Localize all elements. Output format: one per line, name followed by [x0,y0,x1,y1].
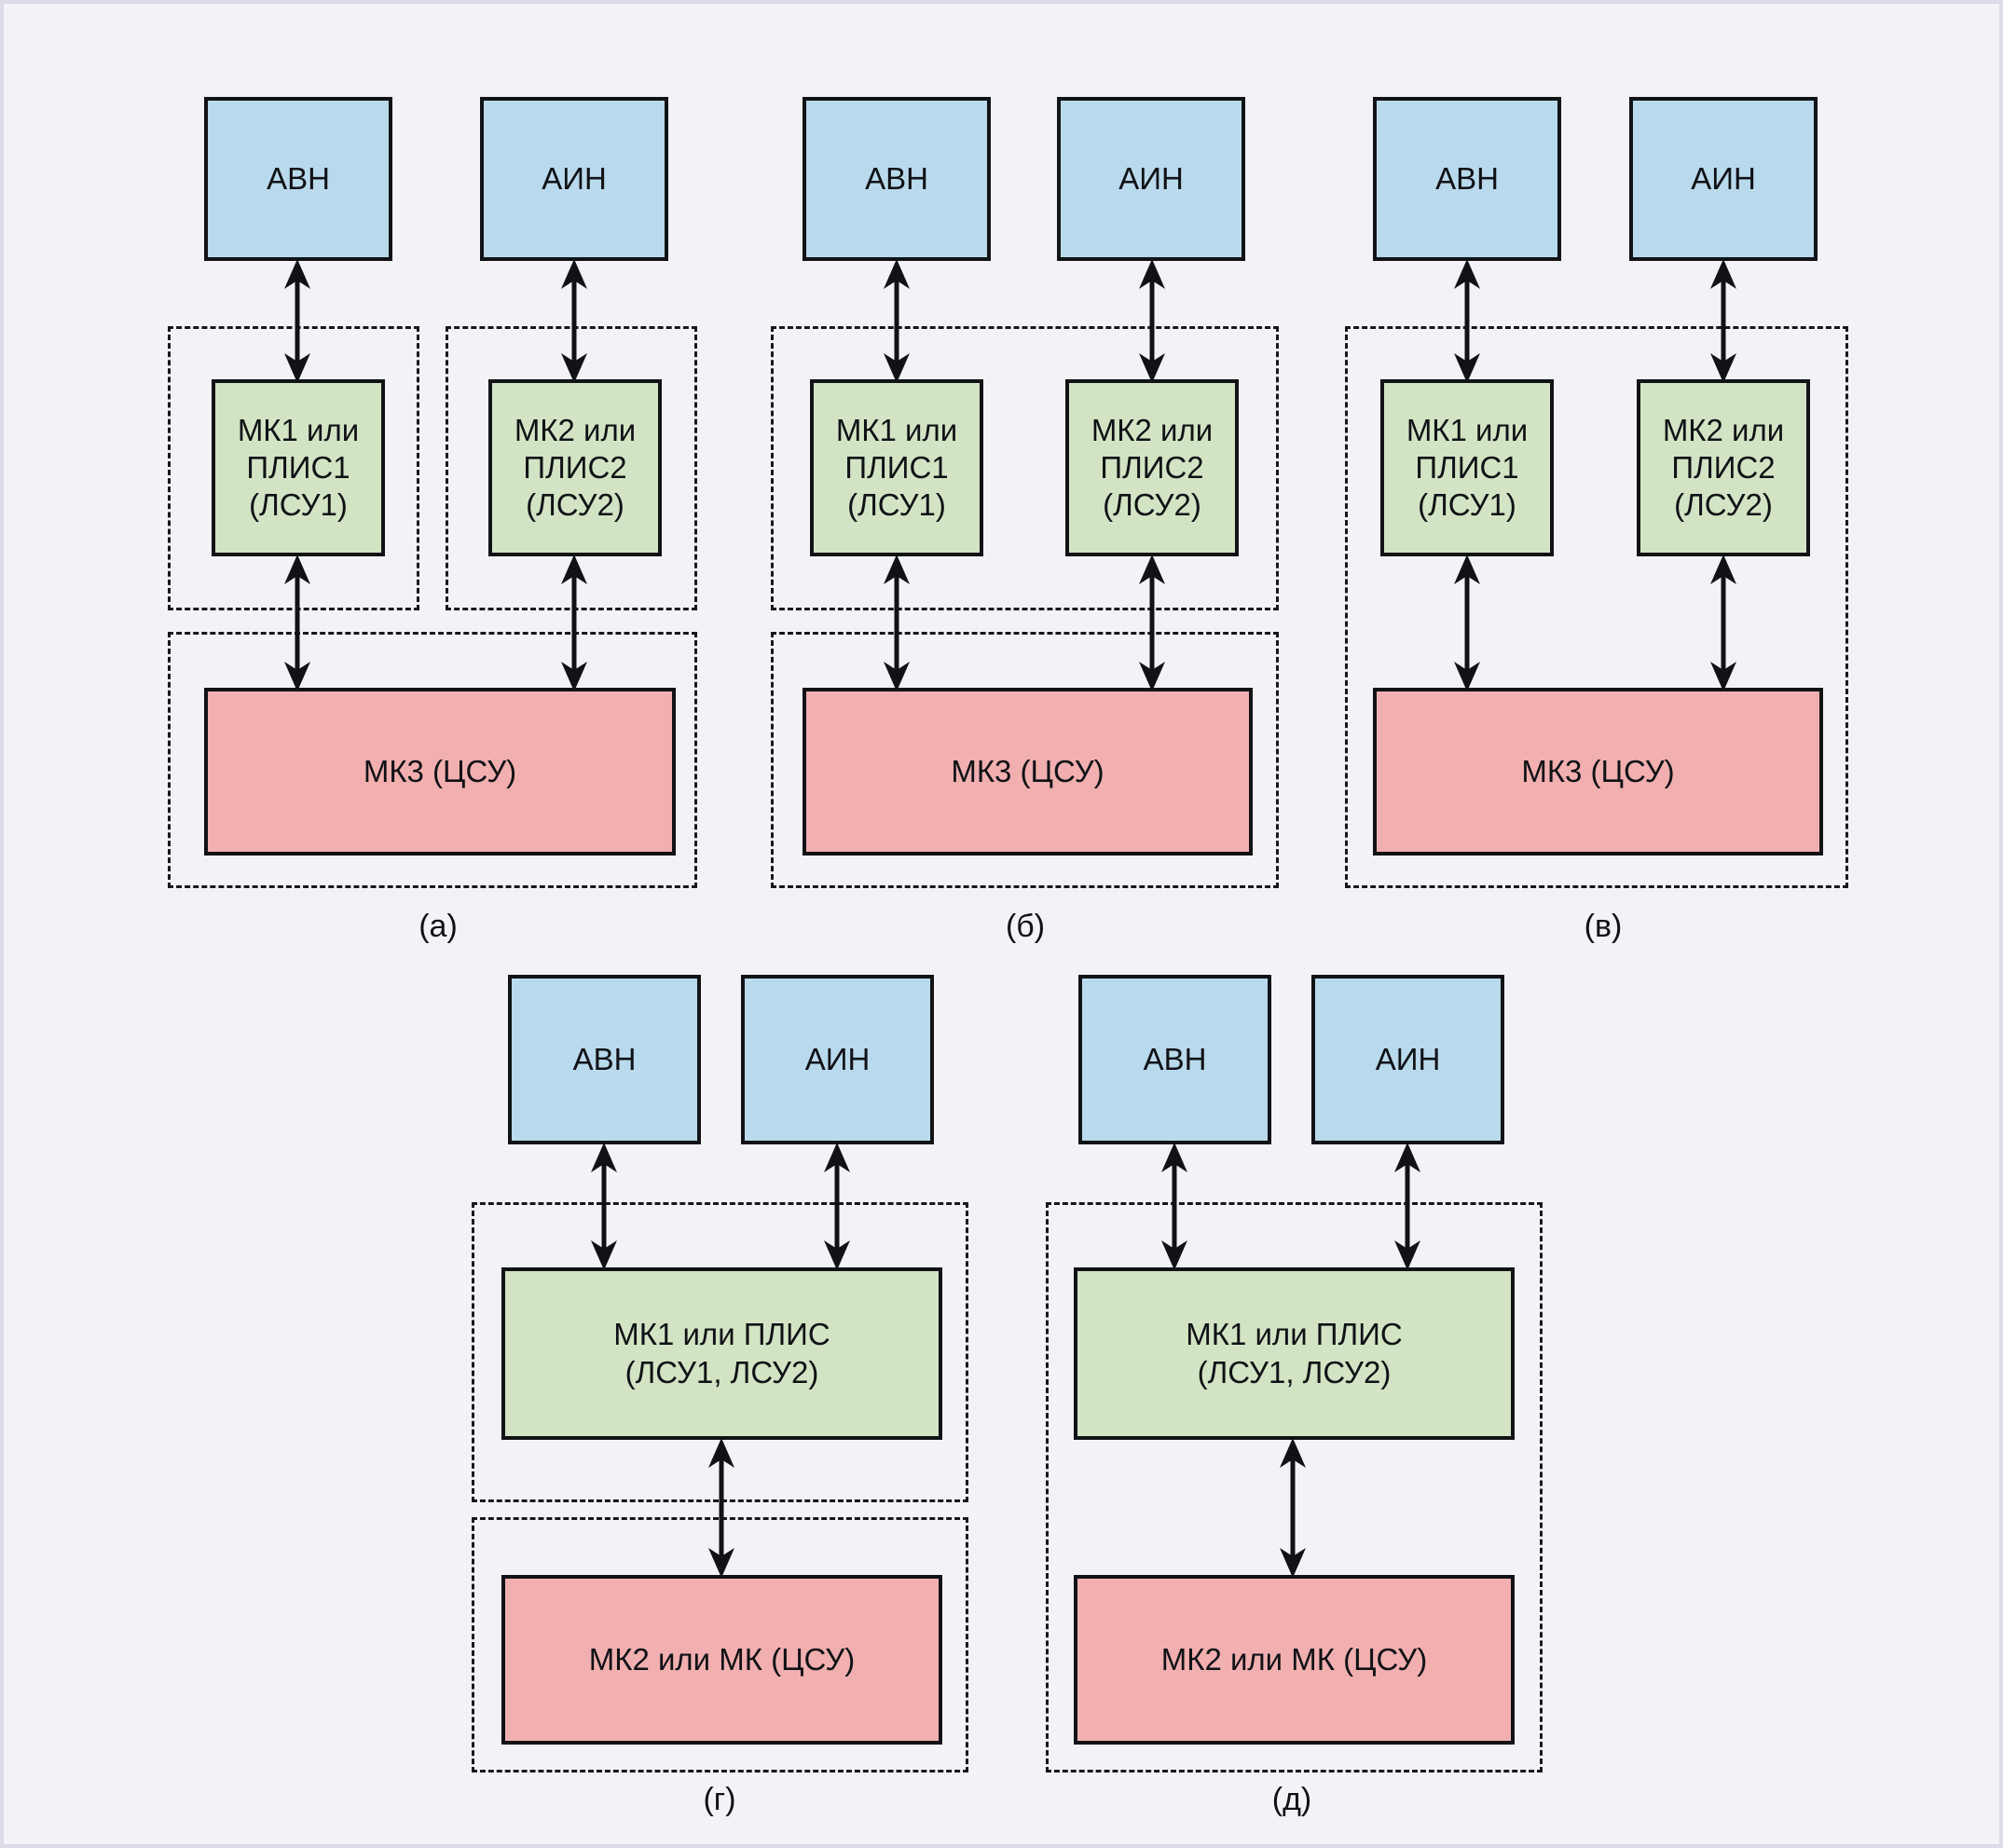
panel-g-arrow-lsu-csu [707,1438,736,1578]
panel-a-block-lsu2: МК2 или ПЛИС2 (ЛСУ2) [488,379,662,556]
panel-b-block-lsu2: МК2 или ПЛИС2 (ЛСУ2) [1065,379,1239,556]
panel-d-block-ain: АИН [1311,975,1504,1144]
panel-v-block-lsu1: МК1 или ПЛИС1 (ЛСУ1) [1380,379,1554,556]
panel-v-arrow-lsu1-csu [1452,554,1482,691]
panel-b-group-csu [771,632,1279,888]
panel-a-block-csu: МК3 (ЦСУ) [204,688,676,856]
panel-g-block-ain: АИН [741,975,934,1144]
panel-b-block-avn: АВН [803,97,991,261]
panel-a-block-avn: АВН [204,97,392,261]
panel-a-arrow-lsu1-csu [282,554,312,691]
panel-b-caption: (б) [1005,909,1046,944]
panel-g-arrow-avn-lsu [589,1143,619,1270]
panel-d-caption: (д) [1271,1782,1312,1817]
panel-d-block-csu: МК2 или МК (ЦСУ) [1074,1575,1515,1745]
panel-g-caption: (г) [703,1782,736,1817]
panel-a-group-lsu2 [446,326,697,610]
panel-b-block-csu: МК3 (ЦСУ) [803,688,1253,856]
panel-v-block-lsu2: МК2 или ПЛИС2 (ЛСУ2) [1637,379,1810,556]
panel-b-block-ain: АИН [1057,97,1245,261]
panel-v-block-ain: АИН [1629,97,1818,261]
panel-v-arrow-avn-lsu1 [1452,259,1482,383]
panel-a-arrow-avn-lsu1 [282,259,312,383]
panel-d-arrow-avn-lsu [1159,1143,1189,1270]
panel-b-arrow-lsu1-csu [882,554,912,691]
panel-a-block-lsu1: МК1 или ПЛИС1 (ЛСУ1) [212,379,385,556]
panel-v-block-csu: МК3 (ЦСУ) [1373,688,1823,856]
panel-b-arrow-ain-lsu2 [1137,259,1167,383]
panel-v-block-avn: АВН [1373,97,1561,261]
panel-d-arrow-lsu-csu [1278,1438,1308,1578]
panel-b-arrow-lsu2-csu [1137,554,1167,691]
panel-g-arrow-ain-lsu [822,1143,852,1270]
panel-b-block-lsu1: МК1 или ПЛИС1 (ЛСУ1) [810,379,983,556]
panel-a-caption: (а) [418,909,458,944]
panel-d-block-avn: АВН [1078,975,1271,1144]
panel-g-block-avn: АВН [508,975,701,1144]
panel-b-group-lsu [771,326,1279,610]
panel-d-group-all [1046,1202,1543,1773]
panel-g-block-lsu-combined: МК1 или ПЛИС (ЛСУ1, ЛСУ2) [501,1267,942,1440]
panel-a-group-csu [168,632,697,888]
panel-g-block-csu: МК2 или МК (ЦСУ) [501,1575,942,1745]
panel-v-arrow-lsu2-csu [1708,554,1738,691]
panel-a-block-ain: АИН [480,97,668,261]
panel-a-group-lsu1 [168,326,419,610]
panel-v-group-all [1345,326,1848,888]
panel-a-arrow-lsu2-csu [559,554,589,691]
panel-a-arrow-ain-lsu2 [559,259,589,383]
panel-v-caption: (в) [1584,909,1623,944]
panel-d-arrow-ain-lsu [1392,1143,1422,1270]
panel-b-arrow-avn-lsu1 [882,259,912,383]
panel-d-block-lsu-combined: МК1 или ПЛИС (ЛСУ1, ЛСУ2) [1074,1267,1515,1440]
panel-v-arrow-ain-lsu2 [1708,259,1738,383]
